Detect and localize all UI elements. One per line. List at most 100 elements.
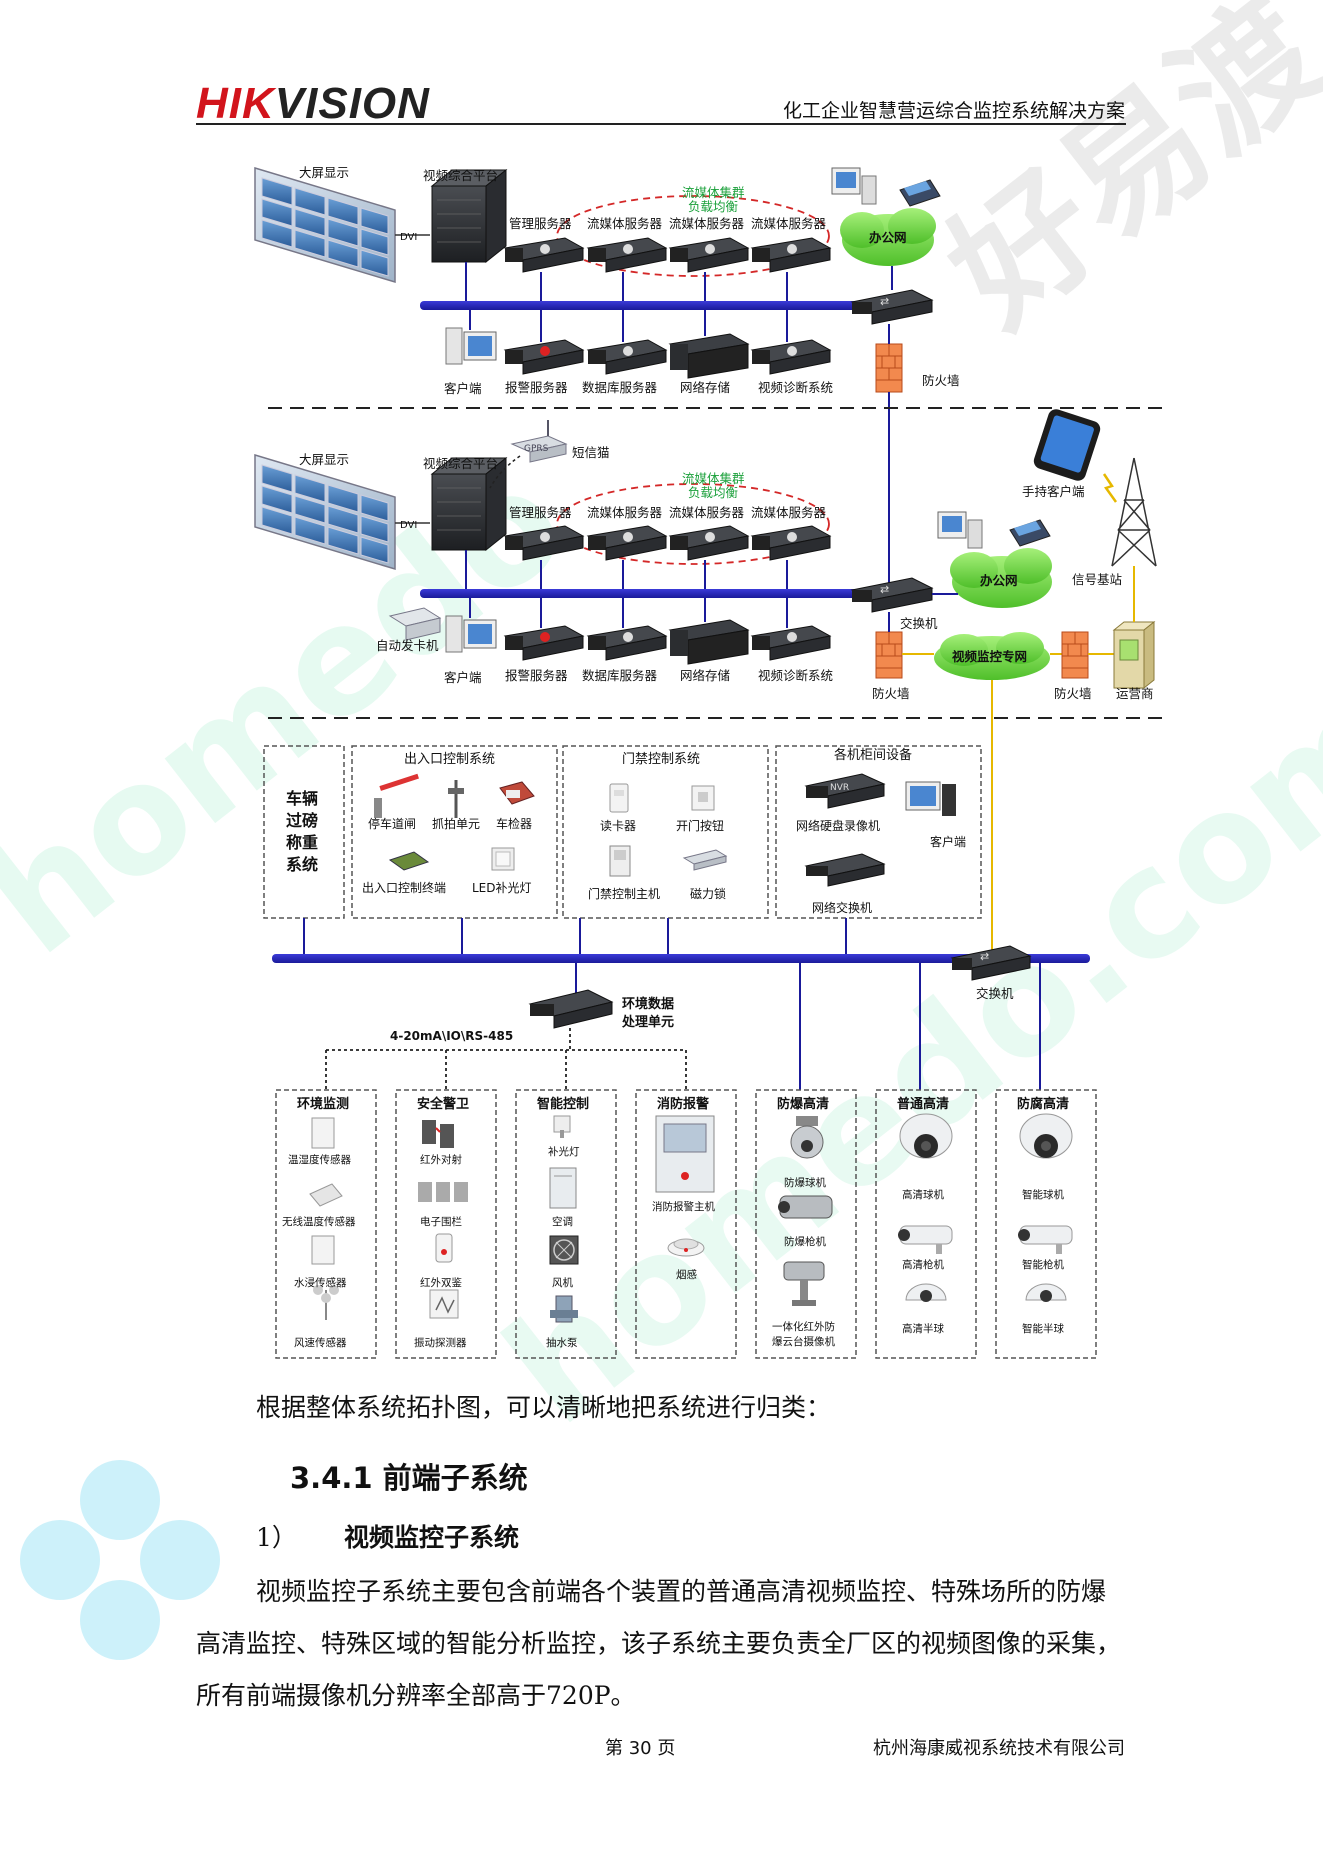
entry-terminal-label: 出入口控制终端: [362, 880, 446, 895]
svg-text:GPRS: GPRS: [524, 444, 549, 454]
capture-label: 抓拍单元: [432, 816, 480, 831]
top-office-net-cloud: [840, 208, 936, 266]
group-title-standard: 普通高清: [897, 1096, 949, 1112]
top-office-pcs: [831, 167, 941, 207]
top-core-switch: ⇄: [850, 289, 934, 325]
top-media-server-label-3: 流媒体服务器: [751, 216, 827, 231]
group-title-smart: 智能控制: [537, 1096, 589, 1112]
top-firewall-label: 防火墙: [922, 373, 960, 388]
mid-firewall-right-label: 防火墙: [1054, 686, 1092, 701]
top-server-row: [503, 237, 832, 273]
access-control-box: [562, 745, 769, 919]
env-monitor-box: [275, 1089, 377, 1359]
mid-mgmt-server-label: 管理服务器: [509, 505, 572, 520]
top-platform-cabinet: [430, 168, 508, 264]
card-dispenser-label: 自动发卡机: [376, 638, 439, 653]
top-office-net-label: 办公网: [869, 230, 907, 245]
security-item-1: 红外对射: [420, 1153, 462, 1166]
operator-label: 运营商: [1116, 686, 1154, 701]
electric-fence-icon: [418, 1182, 468, 1202]
barrier-label: 停车道闸: [368, 816, 416, 831]
signal-tower: [1111, 457, 1157, 567]
top-bottom-servers: [503, 333, 832, 379]
group-title-explosion: 防爆高清: [777, 1096, 829, 1112]
handheld-label: 手持客户端: [1022, 484, 1085, 499]
svg-text:NVR: NVR: [830, 783, 849, 793]
weighbridge-line4: 系统: [286, 855, 318, 874]
env-unit-line2: 处理单元: [621, 1014, 674, 1030]
sms-cat-label: 短信猫: [572, 445, 610, 460]
mid-net-storage-label: 网络存储: [680, 668, 730, 683]
vehicle-detector-icon: [499, 781, 535, 805]
water-pump-icon: [550, 1295, 578, 1323]
page-number: 第 30 页: [605, 1738, 676, 1759]
gprs-modem: GPRS: [510, 420, 568, 463]
capture-unit-icon: [448, 780, 464, 818]
standard-item-3: 高清半球: [902, 1322, 944, 1335]
wind-sensor-icon: [313, 1285, 339, 1320]
mid-media-server-label-2: 流媒体服务器: [669, 505, 745, 520]
explosion-proof-bullet-icon: [778, 1195, 833, 1219]
infrared-beam-icon: [422, 1120, 454, 1148]
mid-diag-system-label: 视频诊断系统: [758, 668, 833, 683]
smart-dome-icon: [1019, 1113, 1073, 1159]
fill-light-icon: [553, 1115, 571, 1138]
top-video-wall: [254, 166, 396, 284]
top-firewall: [875, 343, 903, 393]
handheld-phone: [1033, 409, 1101, 481]
card-dispenser: [388, 607, 442, 641]
body-paragraph: 视频监控子系统主要包含前端各个装置的普通高清视频监控、特殊场所的防爆高清监控、特…: [196, 1577, 1122, 1710]
group-title-fire: 消防报警: [657, 1096, 709, 1112]
weighbridge-line1: 车辆: [286, 789, 318, 808]
smoke-detector-icon: [667, 1238, 705, 1257]
fire-alarm-host-icon: [655, 1115, 715, 1193]
top-cluster-line1: 流媒体集群: [682, 185, 745, 200]
top-db-server-label: 数据库服务器: [582, 380, 658, 395]
security-box: [395, 1089, 497, 1359]
top-net-storage-label: 网络存储: [680, 380, 730, 395]
fire-alarm-box: [635, 1089, 737, 1359]
lower-switch-label: 交换机: [976, 986, 1014, 1001]
top-network-bus: [420, 301, 860, 310]
access-control-title: 门禁控制系统: [622, 752, 700, 767]
ptz-camera-icon: [783, 1261, 825, 1306]
private-net-cloud: [934, 632, 1050, 680]
cabinet-devices-title: 各机柜间设备: [834, 747, 912, 763]
company-name: 杭州海康威视系统技术有限公司: [873, 1738, 1125, 1759]
intro-sentence: 根据整体系统拓扑图，可以清晰地把系统进行归类：: [256, 1393, 832, 1422]
lower-network-bus: [272, 954, 1090, 963]
env-item-3: 水浸传感器: [294, 1276, 347, 1289]
access-host-label: 门禁控制主机: [588, 886, 660, 901]
top-cluster-line2: 负载均衡: [688, 199, 738, 214]
sub-heading-title: 视频监控子系统: [344, 1523, 520, 1552]
mid-server-row: [503, 525, 832, 561]
top-alarm-server-label: 报警服务器: [505, 380, 568, 395]
explosion-item-2: 防爆枪机: [784, 1235, 826, 1248]
mid-firewall-left-label: 防火墙: [872, 686, 910, 701]
weighbridge-box: [263, 745, 345, 919]
mid-big-screen-label: 大屏显示: [299, 452, 349, 467]
security-item-4: 振动探测器: [414, 1336, 467, 1349]
entry-terminal-icon: [388, 851, 430, 871]
corrosion-item-2: 智能枪机: [1022, 1258, 1064, 1271]
detector-label: 车检器: [496, 816, 532, 831]
group-title-security: 安全警卫: [417, 1096, 469, 1112]
smart-mini-dome-icon: [1025, 1283, 1067, 1302]
system-topology-diagram: 大屏显示 DVI 视频综合平台 流媒体集群 负载均衡: [254, 165, 1170, 1359]
fan-icon: [549, 1235, 579, 1265]
hd-dome-icon: [899, 1113, 953, 1159]
base-station-label: 信号基站: [1072, 572, 1122, 587]
mid-firewall-right: [1061, 631, 1089, 679]
fire-item-2: 烟感: [676, 1268, 697, 1281]
led-light-icon: [491, 847, 515, 871]
top-platform-label: 视频综合平台: [423, 168, 498, 183]
air-conditioner-icon: [549, 1167, 577, 1209]
mid-office-pcs: [937, 511, 1051, 549]
access-host-icon: [609, 845, 631, 877]
corrosion-item-3: 智能半球: [1022, 1322, 1064, 1335]
smart-item-2: 空调: [552, 1215, 573, 1228]
door-button-icon: [691, 785, 715, 811]
vibration-detector-icon: [429, 1289, 459, 1319]
security-item-3: 红外双鉴: [420, 1276, 462, 1289]
